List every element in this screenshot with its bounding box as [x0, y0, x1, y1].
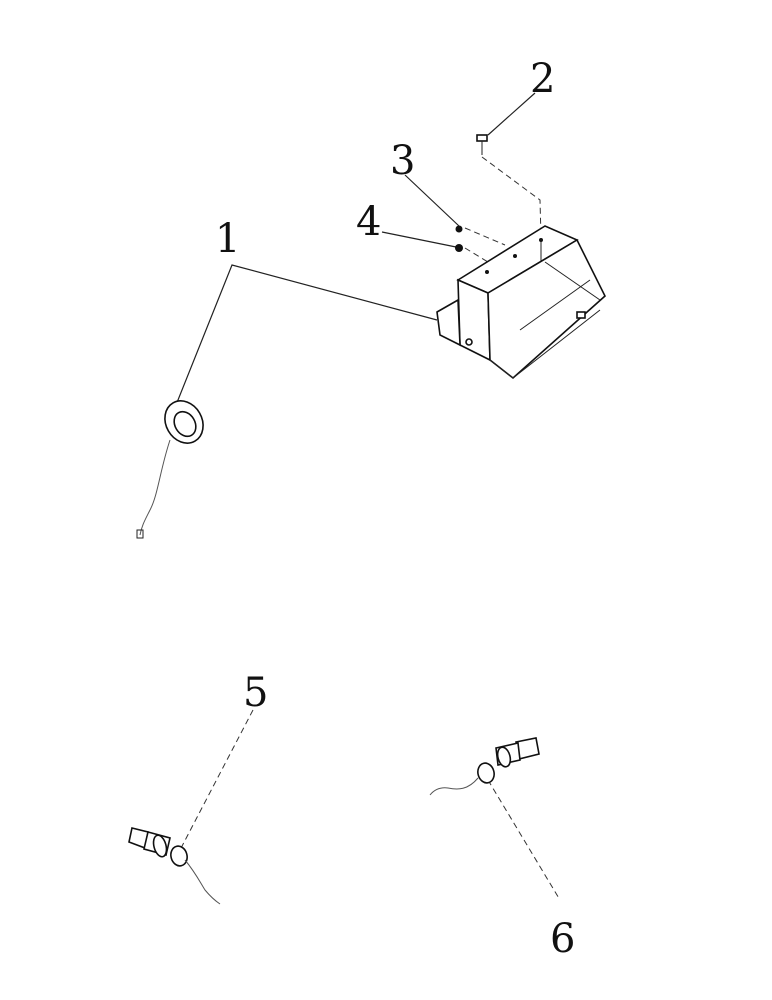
assembly-line-3 [464, 227, 506, 246]
leader-4 [381, 231, 457, 248]
leader-2 [487, 92, 536, 136]
callout-6: 6 [550, 916, 575, 962]
leader-5 [179, 709, 254, 851]
callout-4: 4 [356, 199, 381, 245]
round-lamp-part-1 [136, 400, 204, 539]
nut-part-3 [455, 225, 463, 233]
leader-3 [404, 174, 460, 227]
bulb-part-5 [128, 827, 221, 905]
screw-part-2 [476, 134, 542, 239]
leader-6 [487, 779, 561, 901]
callout-5: 5 [243, 670, 268, 716]
bulb-part-6 [429, 737, 540, 796]
callout-2: 2 [530, 56, 555, 102]
lamp-housing-part-1 [436, 225, 606, 380]
washer-part-4 [455, 244, 463, 252]
leader-1 [175, 264, 438, 406]
callout-3: 3 [390, 138, 415, 184]
callout-1: 1 [215, 216, 240, 262]
